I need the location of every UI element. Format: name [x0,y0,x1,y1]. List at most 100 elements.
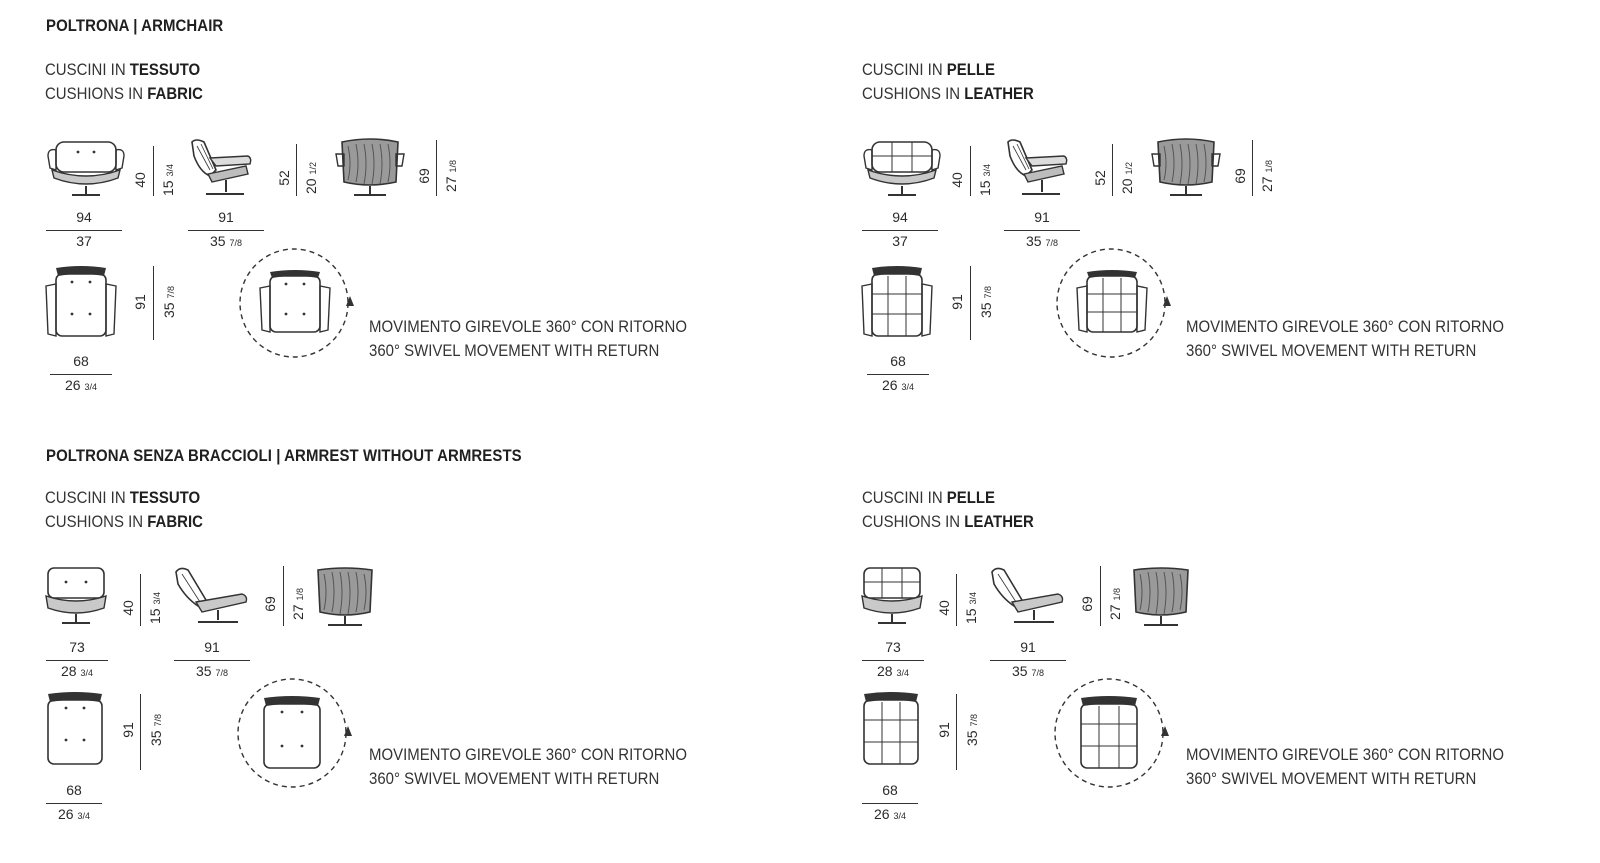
cushion-label-fabric: CUSCINI IN TESSUTO CUSHIONS IN FABRIC [45,486,203,534]
cushion-it-material: PELLE [946,60,996,79]
front-height-in: 15 3/4 [160,160,176,200]
front-height-in-whole: 15 [147,608,163,624]
swivel-caption: MOVIMENTO GIREVOLE 360° CON RITORNO 360°… [1186,315,1504,363]
front-height-in-whole: 15 [977,180,993,196]
side-width-in-frac: 7/8 [229,238,242,248]
swivel-diagram [239,248,354,358]
lounge-chair-back-view-drawing [1133,567,1189,626]
side-height-in: 27 1/8 [1107,584,1123,624]
front-height-in-frac: 3/4 [165,164,175,177]
side-width-in-whole: 35 [1012,663,1028,679]
side-width-in-frac: 7/8 [215,668,228,678]
armchair-front-view-drawing [863,141,941,196]
front-height-in: 15 3/4 [963,588,979,628]
side-height-in-frac: 1/2 [1124,162,1134,175]
side-height-in: 20 1/2 [303,158,319,198]
side-height-cm: 52 [1092,170,1108,186]
lounge-chair-top-view-drawing [47,692,103,765]
armchair-side-view-drawing [191,139,252,195]
swivel-caption-en: 360° SWIVEL MOVEMENT WITH RETURN [1186,341,1477,360]
top-width-cm: 68 [66,782,82,798]
swivel-caption-en: 360° SWIVEL MOVEMENT WITH RETURN [369,769,660,788]
front-height-in: 15 3/4 [977,160,993,200]
side-width-in-whole: 35 [210,233,226,249]
top-depth-cm: 91 [132,294,148,310]
top-depth-in: 35 7/8 [964,708,980,752]
top-depth-in: 35 7/8 [161,280,177,324]
cushion-en-prefix: CUSHIONS IN [862,84,965,103]
back-height-in-whole: 27 [443,176,459,192]
top-width-in-whole: 26 [882,377,898,393]
swivel-caption-it: MOVIMENTO GIREVOLE 360° CON RITORNO [1186,317,1504,336]
side-width-in-whole: 35 [1026,233,1042,249]
swivel-caption: MOVIMENTO GIREVOLE 360° CON RITORNO 360°… [369,743,687,791]
top-depth-in-frac: 7/8 [153,714,163,727]
front-height-in-whole: 15 [160,180,176,196]
top-width-in-frac: 3/4 [901,382,914,392]
side-height-in-whole: 27 [1107,604,1123,620]
cushion-label-fabric: CUSCINI IN TESSUTO CUSHIONS IN FABRIC [45,58,203,106]
front-height-cm: 40 [132,172,148,188]
swivel-diagram [1056,248,1171,358]
top-depth-in-whole: 35 [148,730,164,746]
cushion-it-prefix: CUSCINI IN [45,60,130,79]
lounge-chair-back-view-drawing [317,567,373,626]
side-width-cm: 91 [1020,639,1036,655]
front-width-in: 37 [76,233,92,249]
top-width-cm: 68 [73,353,89,369]
side-height-in: 27 1/8 [290,584,306,624]
cushion-en-material: LEATHER [964,84,1034,103]
top-width-in-frac: 3/4 [893,811,906,821]
top-depth-cm: 91 [120,722,136,738]
top-width-in-frac: 3/4 [77,811,90,821]
lounge-chair-top-view-drawing [863,692,919,765]
lounge-chair-side-view-drawing [991,567,1064,623]
front-width-in-whole: 28 [61,663,77,679]
side-width-cm: 91 [204,639,220,655]
cushion-it-material: PELLE [946,488,996,507]
cushion-en-material: LEATHER [964,512,1034,531]
front-height-cm: 40 [949,172,965,188]
side-height-in-whole: 20 [1119,178,1135,194]
top-depth-in-frac: 7/8 [969,714,979,727]
cushion-en-prefix: CUSHIONS IN [45,512,148,531]
front-width-in-whole: 28 [877,663,893,679]
top-width-in-whole: 26 [874,806,890,822]
top-width-in-whole: 26 [65,377,81,393]
front-width-cm: 94 [76,209,92,225]
cushion-label-leather: CUSCINI IN PELLE CUSHIONS IN LEATHER [862,58,1034,106]
back-height-cm: 69 [1232,168,1248,184]
back-height-in-frac: 1/8 [448,160,458,173]
top-depth-in-whole: 35 [964,730,980,746]
cushion-en-material: FABRIC [147,512,203,531]
front-width-cm: 73 [885,639,901,655]
side-height-cm: 52 [276,170,292,186]
side-width-in-frac: 7/8 [1031,668,1044,678]
section-title-without-armrests: POLTRONA SENZA BRACCIOLI | ARMREST WITHO… [46,446,522,465]
side-width-cm: 91 [218,209,234,225]
back-height-in: 27 1/8 [1259,156,1275,196]
back-height-cm: 69 [416,168,432,184]
front-height-cm: 40 [936,600,952,616]
top-width-in: 26 3/4 [867,377,929,393]
cushion-it-material: TESSUTO [129,60,201,79]
top-depth-in-frac: 7/8 [166,286,176,299]
armchair-top-view-drawing [861,266,933,337]
swivel-caption-it: MOVIMENTO GIREVOLE 360° CON RITORNO [369,317,687,336]
front-width-cm: 94 [892,209,908,225]
side-width-in: 35 7/8 [174,663,250,679]
front-width-in: 28 3/4 [862,663,924,679]
front-width-in: 37 [892,233,908,249]
top-width-in-frac: 3/4 [84,382,97,392]
side-height-in: 20 1/2 [1119,158,1135,198]
side-width-in: 35 7/8 [990,663,1066,679]
swivel-caption: MOVIMENTO GIREVOLE 360° CON RITORNO 360°… [369,315,687,363]
side-width-in: 35 7/8 [1004,233,1080,249]
side-height-in-frac: 1/8 [1112,588,1122,601]
armchair-side-view-drawing [1007,139,1068,195]
front-height-in-frac: 3/4 [968,592,978,605]
cushion-en-material: FABRIC [147,84,203,103]
front-width-in: 28 3/4 [46,663,108,679]
side-height-in-whole: 27 [290,604,306,620]
front-width-in-frac: 3/4 [80,668,93,678]
